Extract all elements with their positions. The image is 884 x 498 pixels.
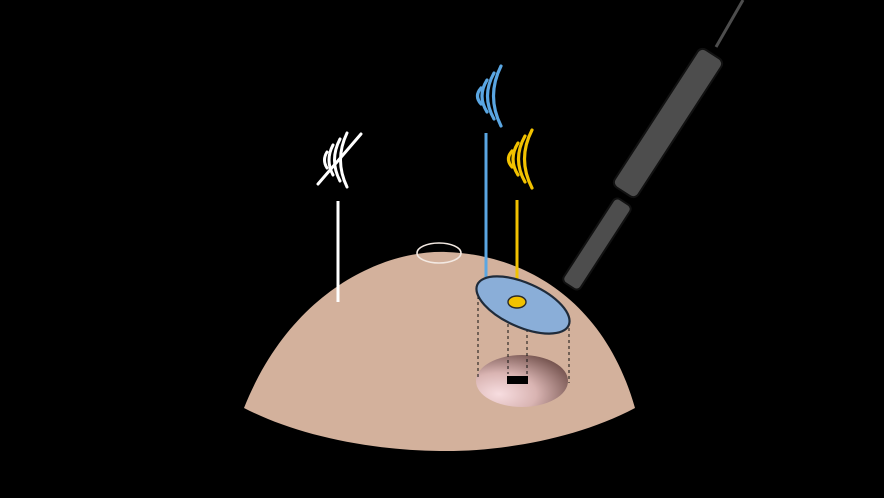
handheld-probe <box>562 0 745 291</box>
focal-spot <box>507 295 527 309</box>
blocked-signal-icon <box>316 131 363 189</box>
probe-cable <box>714 0 745 48</box>
target-marker <box>507 376 528 384</box>
yellow-signal-icon <box>506 128 534 190</box>
nipple-outline <box>416 242 462 264</box>
blue-signal-icon <box>475 64 503 128</box>
probe-tip <box>562 197 632 291</box>
probe-upper-body <box>612 47 724 199</box>
